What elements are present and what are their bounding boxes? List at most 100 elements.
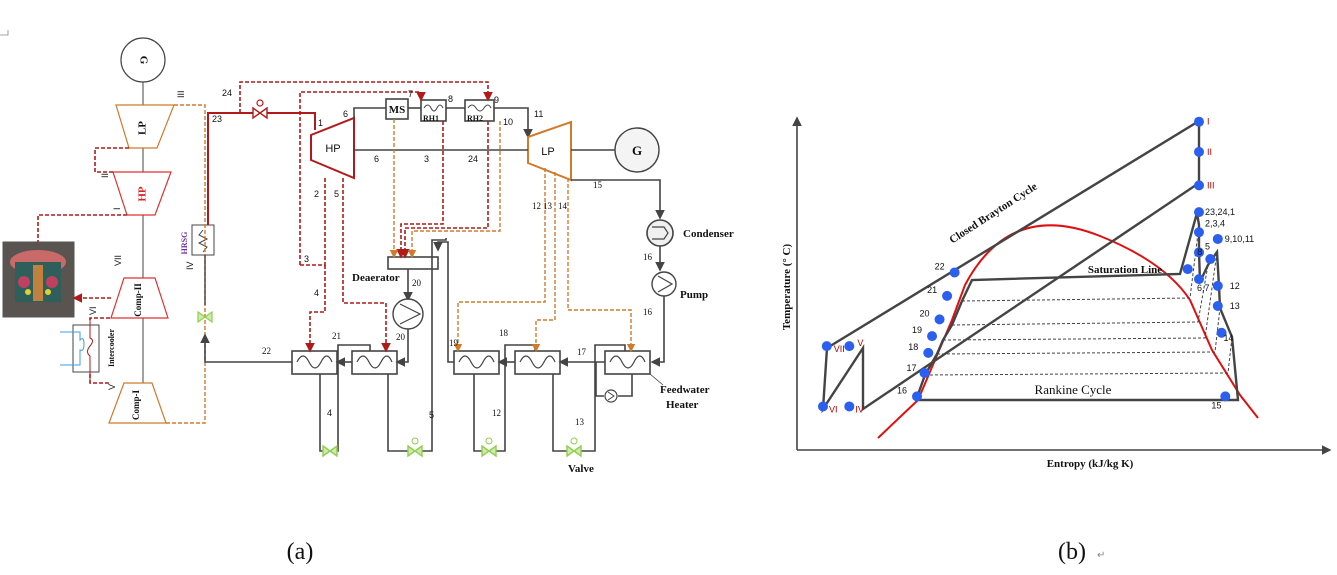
- svg-text:19: 19: [449, 338, 459, 348]
- brayton-valve: [197, 310, 213, 324]
- svg-text:RH1: RH1: [423, 114, 439, 123]
- feed-pump: [392, 298, 424, 330]
- corner-mark: [0, 30, 9, 36]
- state-point-5: [1194, 247, 1204, 258]
- deaerator: Deaerator: [352, 256, 439, 284]
- rankine-side: HP MS RH1 RH2 LP G: [200, 81, 734, 475]
- state-point-8: [1205, 254, 1216, 265]
- state-point-21: [942, 290, 953, 301]
- condensate-pump: Pump: [651, 271, 708, 301]
- svg-text:G: G: [137, 56, 149, 65]
- state-point-IV: [844, 401, 855, 412]
- svg-text:23: 23: [212, 114, 222, 124]
- main-steam-valve: [252, 99, 268, 120]
- state-point-13: [1212, 300, 1223, 311]
- reheater-2: RH2: [464, 99, 495, 123]
- state-point-label: 22: [935, 261, 945, 271]
- brayton-label: Closed Brayton Cycle: [947, 181, 1039, 247]
- state-point-23-24-1: [1194, 207, 1204, 218]
- drain-valve-4: [566, 437, 582, 458]
- svg-text:VI: VI: [88, 306, 98, 315]
- hrsg: HRSG: [180, 224, 215, 256]
- svg-text:I: I: [112, 207, 122, 210]
- state-point-label: 14: [1224, 333, 1234, 343]
- state-point-label: 13: [1230, 301, 1240, 311]
- caption-b: (b): [1058, 539, 1086, 565]
- svg-text:9: 9: [494, 95, 499, 105]
- state-point-label: 2,3,4: [1205, 218, 1225, 228]
- drain-valve-2: [407, 437, 423, 458]
- state-point-sat: [1182, 264, 1193, 275]
- compressor-1: Comp-I: [108, 382, 167, 424]
- svg-text:Condenser: Condenser: [683, 228, 734, 240]
- svg-text:Valve: Valve: [568, 463, 594, 475]
- drain-pump: [604, 389, 618, 403]
- svg-text:Deaerator: Deaerator: [352, 272, 400, 284]
- fwh-2: [351, 350, 398, 375]
- state-point-2-3-4: [1194, 227, 1204, 238]
- state-point-label: 9,10,11: [1225, 234, 1254, 244]
- svg-text:17: 17: [577, 347, 587, 357]
- state-points: IIIIIIIVVVIVII23,24,12,3,456,789,10,1112…: [818, 116, 1254, 414]
- brayton-hp-turbine: HP: [112, 171, 172, 216]
- svg-text:II: II: [100, 173, 110, 178]
- svg-text:4: 4: [327, 408, 332, 418]
- svg-text:13: 13: [543, 201, 553, 211]
- isobars: [924, 224, 1233, 376]
- svg-text:V: V: [107, 384, 117, 390]
- state-point-label: 8: [1197, 247, 1202, 257]
- svg-text:IV: IV: [185, 261, 195, 270]
- svg-text:12: 12: [532, 201, 541, 211]
- state-point-22: [949, 267, 960, 278]
- state-point-label: 20: [920, 308, 930, 318]
- svg-text:13: 13: [575, 417, 585, 427]
- caption-a: (a): [287, 539, 314, 565]
- svg-text:5: 5: [334, 189, 339, 199]
- state-point-I: [1194, 116, 1204, 127]
- state-point-label: 19: [912, 325, 922, 335]
- state-point-15: [1220, 391, 1231, 402]
- saturation-curve: [877, 224, 1259, 439]
- compressor-2: Comp-II: [110, 277, 169, 319]
- svg-text:5: 5: [429, 410, 434, 420]
- state-point-II: [1194, 146, 1204, 157]
- svg-text:11: 11: [534, 109, 543, 119]
- svg-text:18: 18: [499, 328, 509, 338]
- state-point-6-7: [1194, 274, 1204, 285]
- svg-text:3: 3: [424, 154, 429, 164]
- svg-text:VII: VII: [113, 255, 123, 266]
- svg-text:16: 16: [643, 252, 653, 262]
- state-point-label: III: [1207, 180, 1215, 190]
- state-point-label: 16: [897, 385, 907, 395]
- condenser: Condenser: [646, 219, 734, 247]
- svg-text:Heater: Heater: [666, 399, 698, 411]
- state-point-VI: [818, 401, 828, 412]
- svg-text:LP: LP: [541, 146, 554, 158]
- fwh-1: [291, 350, 338, 375]
- state-point-label: II: [1207, 147, 1212, 157]
- fwh-5: [604, 350, 651, 375]
- svg-text:20: 20: [412, 278, 422, 288]
- svg-text:4: 4: [314, 288, 319, 298]
- rankine-hp-turbine: HP: [310, 116, 355, 180]
- state-point-label: VI: [829, 404, 838, 414]
- reheater-1: RH1: [420, 99, 447, 123]
- fwh-4: [514, 350, 561, 375]
- svg-text:12: 12: [492, 408, 501, 418]
- svg-text:1: 1: [318, 118, 323, 128]
- svg-text:6: 6: [374, 154, 379, 164]
- rankine-lp-turbine: LP: [527, 120, 572, 182]
- y-axis-label: Temperature (° C): [781, 244, 793, 331]
- state-point-label: 17: [907, 363, 917, 373]
- svg-text:HP: HP: [325, 143, 340, 155]
- state-point-VII: [821, 341, 832, 352]
- state-point-20: [934, 314, 945, 325]
- ts-diagram: Temperature (° C) Entropy (kJ/kg K) Clos…: [781, 116, 1332, 470]
- rankine-label: Rankine Cycle: [1035, 382, 1112, 397]
- svg-text:10: 10: [503, 117, 513, 127]
- svg-text:MS: MS: [389, 104, 406, 116]
- state-point-9-10-11: [1212, 233, 1223, 244]
- state-point-label: 12: [1230, 281, 1240, 291]
- rankine-cycle-path: [914, 212, 1240, 402]
